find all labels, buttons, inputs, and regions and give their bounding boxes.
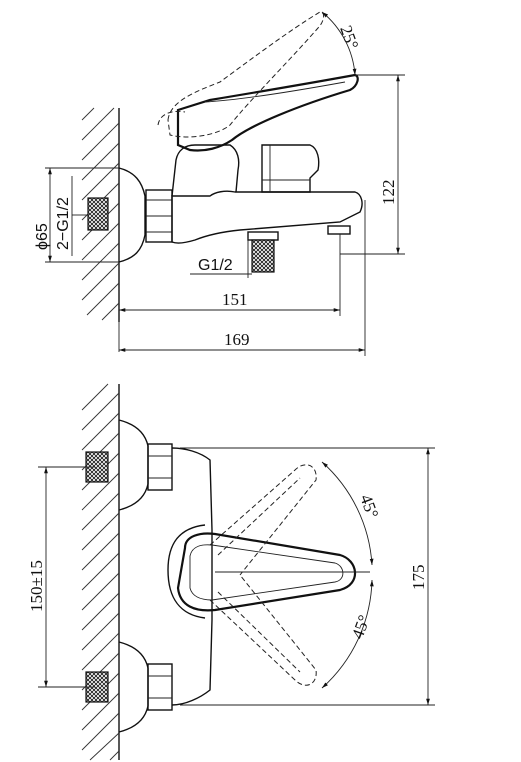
handle-rotated-down <box>209 574 317 686</box>
front-view: 45° 45° 175 150±15 <box>27 383 435 761</box>
spout-outlet <box>327 225 351 235</box>
thread-outlet-label: G1/2 <box>198 257 233 274</box>
height-122-label: 122 <box>379 180 398 206</box>
cartridge-front <box>167 524 206 619</box>
handle-rotated-up <box>209 464 317 576</box>
spacing-label: 150±15 <box>27 560 46 612</box>
depth-169-label: 169 <box>224 330 250 349</box>
wall-hatching-bottom <box>81 383 120 761</box>
thread-inlet-label: 2−G1/2 <box>55 197 72 250</box>
handle-front <box>176 532 357 612</box>
mixer-body <box>171 190 363 244</box>
diameter-65-label: ϕ65 <box>34 223 51 250</box>
height-175-label: 175 <box>409 565 428 591</box>
handle-lever <box>176 73 359 152</box>
angle-25-label: 25° <box>336 23 362 52</box>
diverter-knob <box>261 144 320 193</box>
cartridge-housing <box>171 144 240 197</box>
side-view: 25° 122 ϕ65 2−G1/2 G1/2 151 169 <box>34 11 405 356</box>
inlet-fitting <box>87 197 109 231</box>
wall-flange <box>118 167 146 263</box>
handle-lifted-position <box>167 11 325 138</box>
angle-up-label: 45° <box>356 492 382 521</box>
flange-lower <box>118 641 149 733</box>
mixer-body-front <box>171 447 213 706</box>
depth-151-label: 151 <box>222 290 248 309</box>
flange-upper <box>118 419 149 511</box>
angle-down-label: 45° <box>348 612 374 641</box>
shower-outlet <box>247 231 279 241</box>
